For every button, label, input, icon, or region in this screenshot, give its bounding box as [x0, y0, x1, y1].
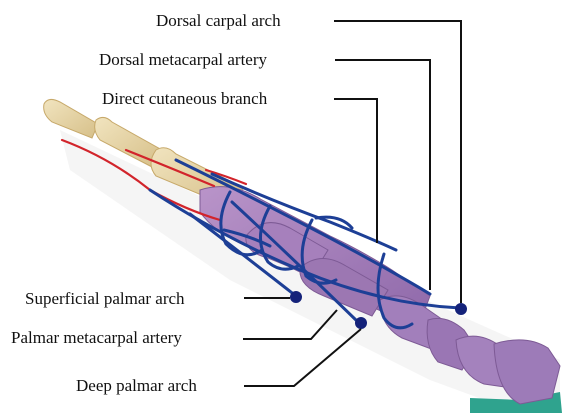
deep-palmar-arch-dot	[355, 317, 367, 329]
leader-direct-cutaneous-branch	[334, 99, 377, 243]
label-direct-cutaneous-branch: Direct cutaneous branch	[102, 89, 267, 109]
label-dorsal-carpal-arch: Dorsal carpal arch	[156, 11, 281, 31]
leader-deep-palmar-arch	[244, 329, 361, 386]
label-deep-palmar-arch: Deep palmar arch	[76, 376, 197, 396]
label-superficial-palmar-arch: Superficial palmar arch	[25, 289, 185, 309]
label-palmar-metacarpal-artery: Palmar metacarpal artery	[11, 328, 182, 348]
superficial-palmar-arch-dot	[290, 291, 302, 303]
label-dorsal-metacarpal-artery: Dorsal metacarpal artery	[99, 50, 267, 70]
dorsal-carpal-arch-dot	[455, 303, 467, 315]
